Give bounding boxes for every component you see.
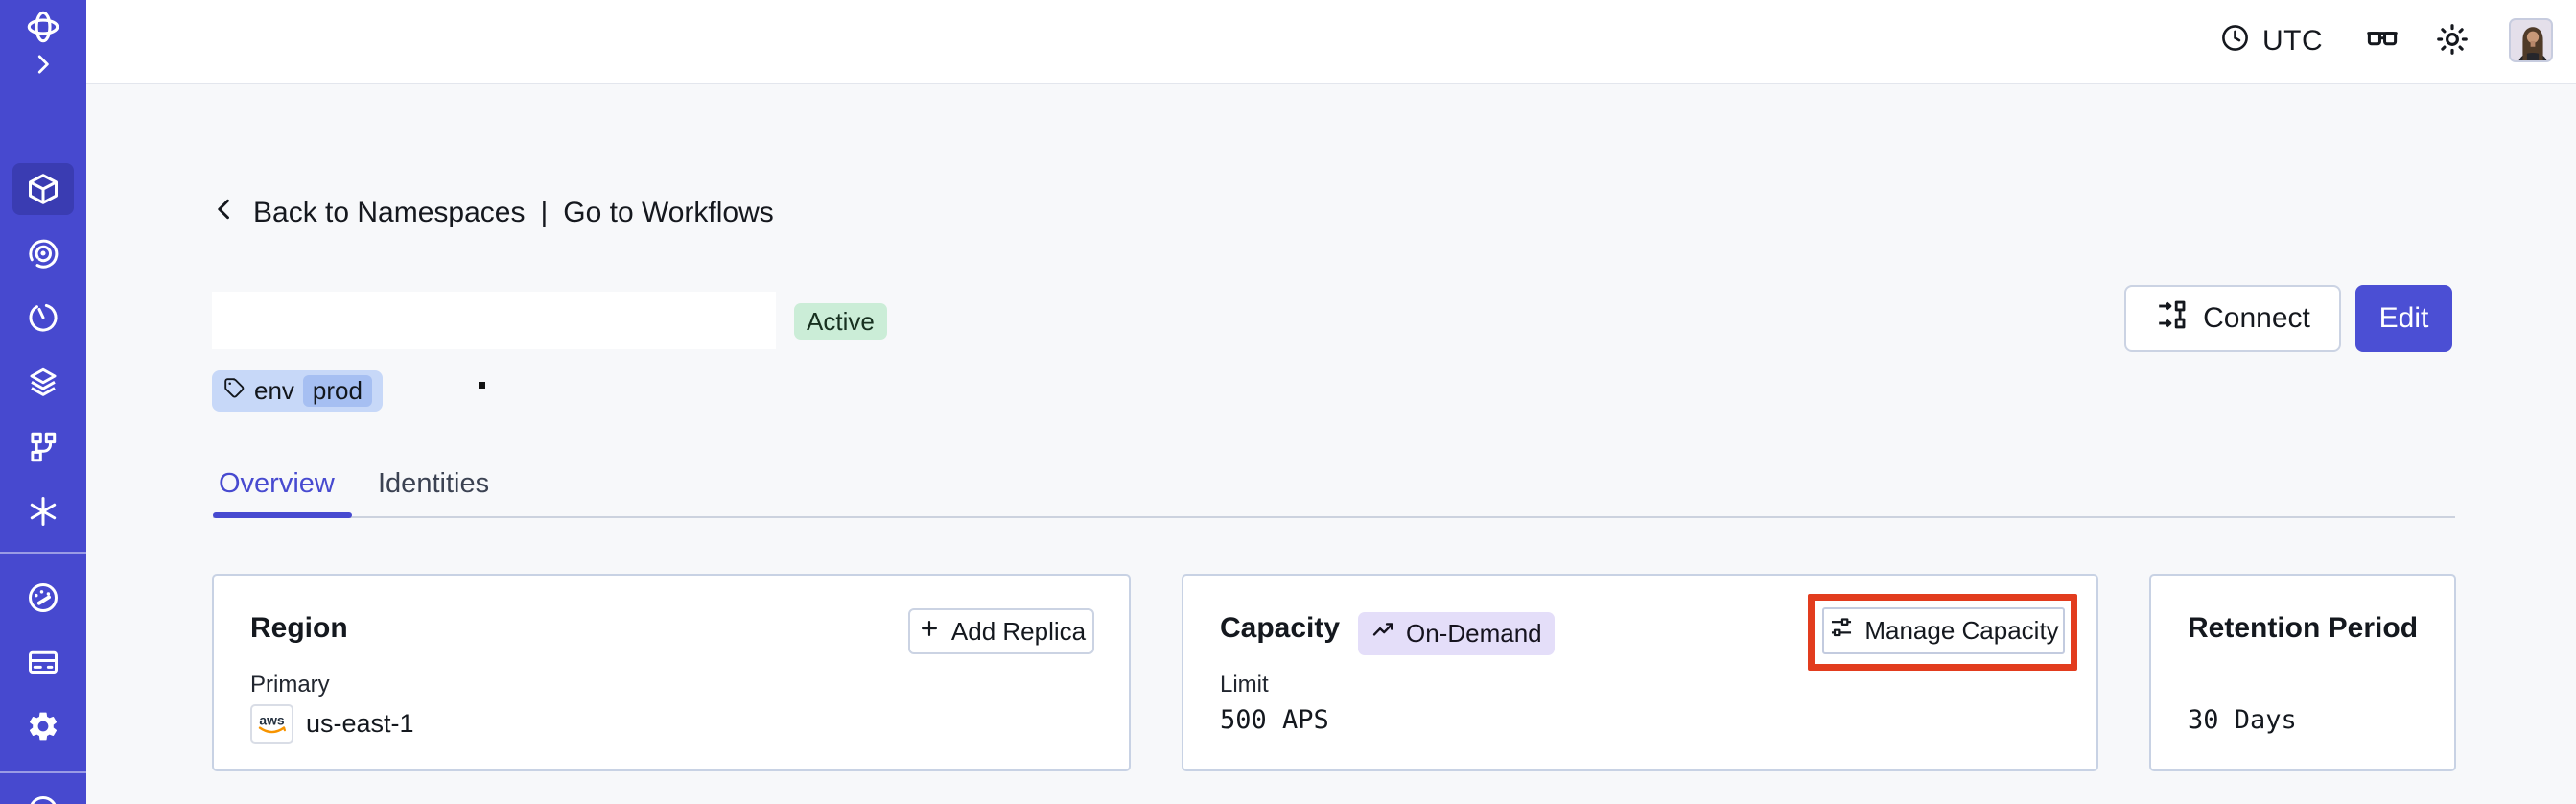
- breadcrumb-separator: |: [540, 197, 549, 228]
- capacity-value: 500 APS: [1220, 705, 1329, 735]
- expand-sidebar-button[interactable]: [0, 38, 86, 90]
- topbar: [86, 0, 2576, 84]
- data-converter-button[interactable]: [2361, 0, 2403, 83]
- tag-value: prod: [302, 375, 372, 407]
- sidebar-divider: [0, 552, 86, 554]
- sidebar-item-workflows[interactable]: [0, 227, 86, 279]
- connect-flow-icon: [2155, 297, 2190, 340]
- trending-up-icon: [1370, 617, 1397, 650]
- on-demand-label: On-Demand: [1406, 619, 1542, 648]
- connect-button-label: Connect: [2203, 302, 2310, 334]
- namespace-tag: env prod: [212, 370, 383, 412]
- layers-icon: [26, 365, 60, 399]
- region-primary-label: Primary: [250, 672, 330, 698]
- retention-card: Retention Period 30 Days: [2149, 574, 2456, 771]
- brightness-icon: [2434, 21, 2471, 62]
- branch-icon: [26, 430, 60, 464]
- cube-icon: [26, 172, 60, 206]
- timezone-selector[interactable]: UTC: [2219, 0, 2323, 83]
- namespace-title-redacted: [212, 292, 776, 349]
- credit-card-icon: [26, 645, 60, 679]
- plus-icon: [917, 616, 942, 648]
- sidebar: [0, 0, 86, 804]
- manage-capacity-label: Manage Capacity: [1864, 616, 2059, 645]
- tag-icon: [222, 376, 246, 406]
- sidebar-item-help[interactable]: [0, 785, 86, 804]
- aws-logo-text: aws: [259, 712, 284, 727]
- gauge-icon: [26, 580, 60, 615]
- sidebar-item-deployments[interactable]: [0, 356, 86, 408]
- add-replica-label: Add Replica: [950, 616, 1087, 646]
- sidebar-divider: [0, 771, 86, 773]
- circle-icon: [26, 793, 60, 804]
- aws-logo-icon: aws: [250, 704, 293, 744]
- tag-key: env: [254, 376, 294, 405]
- tab-identities[interactable]: Identities: [378, 468, 490, 499]
- region-value: us-east-1: [306, 709, 414, 738]
- user-avatar[interactable]: [2509, 18, 2553, 62]
- region-value-row: aws us-east-1: [250, 704, 414, 744]
- redaction-artifact: [479, 382, 485, 389]
- active-tab-indicator: [213, 512, 352, 518]
- region-card: Region Add Replica Primary aws us-east-1: [212, 574, 1131, 771]
- capacity-card-title: Capacity: [1220, 612, 1341, 644]
- sidebar-item-settings[interactable]: [0, 700, 86, 752]
- capacity-limit-label: Limit: [1220, 672, 1269, 698]
- sidebar-item-nexus[interactable]: [0, 485, 86, 537]
- add-replica-button[interactable]: Add Replica: [908, 608, 1094, 654]
- sidebar-item-billing[interactable]: [0, 636, 86, 688]
- spiral-eye-icon: [26, 236, 60, 271]
- capacity-card: Capacity On-Demand Manage Capacity Limit…: [1182, 574, 2098, 771]
- retention-value: 30 Days: [2188, 705, 2297, 735]
- theme-toggle-button[interactable]: [2434, 0, 2471, 83]
- go-to-workflows-link[interactable]: Go to Workflows: [563, 197, 774, 228]
- back-to-namespaces-link[interactable]: Back to Namespaces: [253, 197, 526, 228]
- timezone-label: UTC: [2262, 25, 2324, 57]
- status-badge: Active: [794, 303, 887, 340]
- connect-button[interactable]: Connect: [2124, 285, 2341, 352]
- manage-capacity-button[interactable]: Manage Capacity: [1822, 607, 2065, 654]
- retention-card-title: Retention Period: [2188, 612, 2419, 644]
- asterisk-icon: [26, 494, 60, 529]
- breadcrumb: Back to Namespaces | Go to Workflows: [211, 196, 774, 230]
- clock-icon: [2219, 22, 2251, 61]
- countdown-clock-icon: [26, 300, 60, 335]
- edit-button[interactable]: Edit: [2355, 285, 2452, 352]
- sliders-icon: [1828, 614, 1855, 648]
- chevron-left-icon[interactable]: [211, 196, 238, 230]
- tab-overview[interactable]: Overview: [219, 468, 335, 499]
- glasses-icon: [2361, 21, 2403, 62]
- region-card-title: Region: [250, 612, 348, 644]
- sidebar-item-usage[interactable]: [0, 572, 86, 624]
- tab-track-line: [213, 516, 2455, 518]
- annotation-highlight: [1808, 594, 2077, 671]
- sidebar-item-schedules[interactable]: [0, 292, 86, 343]
- gear-icon: [26, 709, 60, 744]
- edit-button-label: Edit: [2378, 302, 2429, 334]
- temporal-logo-icon[interactable]: [0, 1, 86, 53]
- on-demand-badge: On-Demand: [1358, 612, 1555, 655]
- sidebar-item-namespaces[interactable]: [0, 163, 86, 215]
- sidebar-item-batch-operations[interactable]: [0, 421, 86, 473]
